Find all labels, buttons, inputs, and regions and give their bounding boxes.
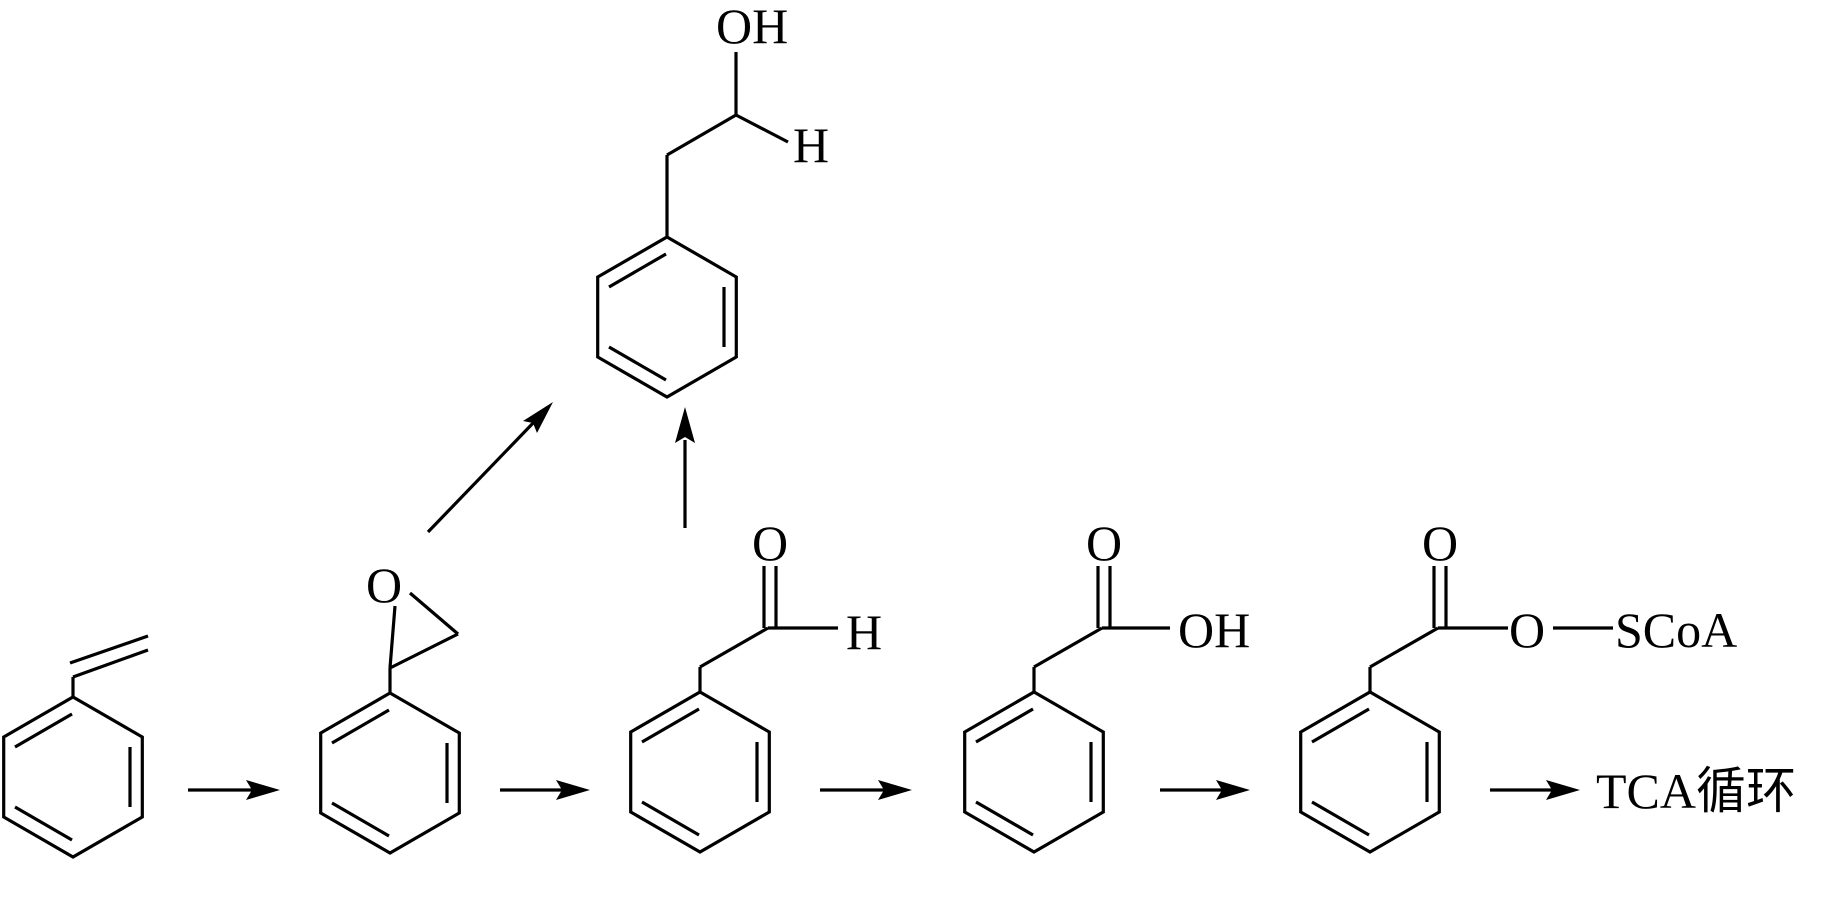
benzene-ring — [1299, 690, 1441, 854]
aldehyde-oxygen-label: O — [752, 515, 788, 571]
hydroxyl-label: OH — [716, 0, 788, 54]
arrow-aldehyde-to-acid — [820, 780, 912, 800]
carbonyl-oxygen-label: O — [1086, 515, 1122, 571]
arrow-coa-to-tca — [1490, 780, 1580, 800]
compound-phenylethanol: OH H — [596, 0, 829, 399]
arrow-aldehyde-to-phenylethanol — [675, 407, 695, 528]
arrow-oxide-to-phenylethanol — [426, 402, 553, 534]
benzene-ring — [596, 235, 738, 399]
carbonyl-oxygen-label: O — [1422, 515, 1458, 571]
scoa-label: SCoA — [1615, 602, 1737, 658]
compound-styrene-oxide: O — [319, 557, 461, 855]
bond — [699, 626, 769, 669]
bond — [1033, 626, 1103, 669]
compound-phenylacetic-acid: O OH — [963, 515, 1250, 854]
benzene-ring — [629, 690, 771, 854]
benzene-ring — [319, 691, 461, 855]
bond — [735, 113, 789, 144]
hydroxyl-label: OH — [1178, 602, 1250, 658]
ester-oxygen-label: O — [1509, 602, 1545, 658]
benzene-ring — [2, 695, 144, 859]
aldehyde-hydrogen-label: H — [846, 604, 882, 660]
bond — [666, 113, 737, 157]
bond — [69, 634, 149, 665]
bond — [388, 605, 397, 669]
compound-phenylacetyl-coa: O O SCoA — [1299, 515, 1737, 854]
compound-phenylacetaldehyde: O H — [629, 515, 882, 854]
epoxide-oxygen-label: O — [366, 557, 402, 613]
arrow-styrene-to-oxide — [188, 780, 280, 800]
bond — [72, 648, 149, 679]
bond — [408, 591, 460, 636]
benzene-ring — [963, 690, 1105, 854]
bond — [1369, 626, 1439, 669]
bond — [389, 632, 459, 670]
hydrogen-label: H — [793, 117, 829, 173]
tca-cycle-label: TCA循环 — [1596, 763, 1796, 819]
arrow-oxide-to-aldehyde — [500, 780, 590, 800]
compound-styrene — [2, 634, 149, 859]
arrow-acid-to-coa — [1160, 780, 1250, 800]
